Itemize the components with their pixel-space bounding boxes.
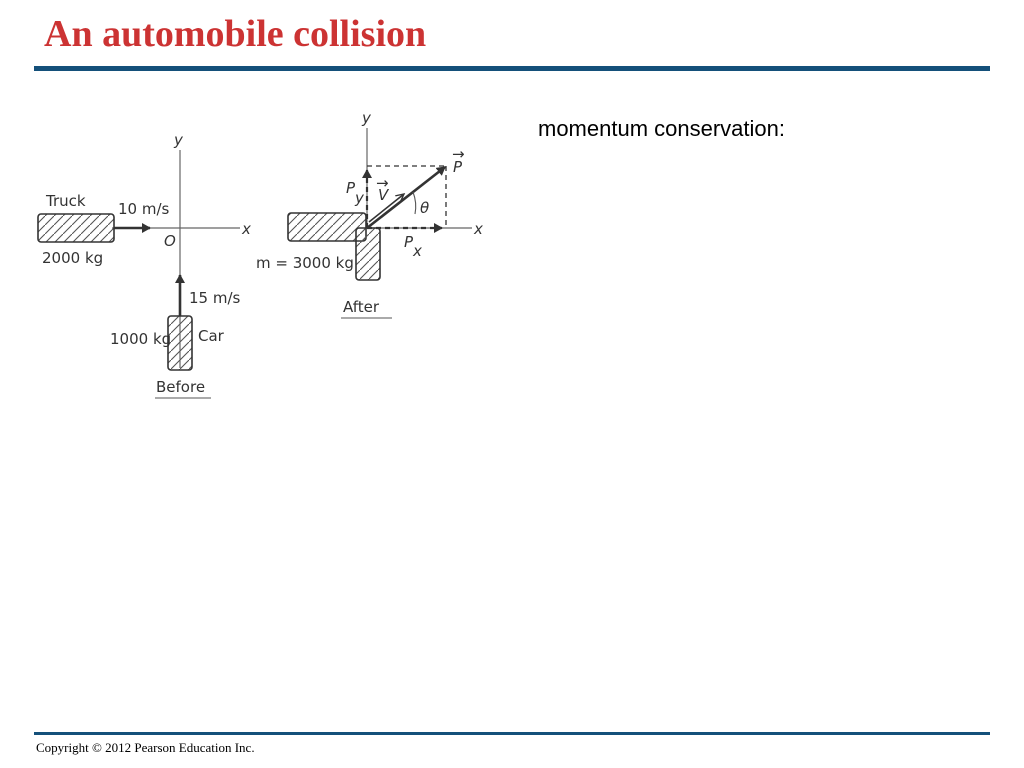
after-y-axis-label: y bbox=[361, 109, 372, 127]
py-subscript: y bbox=[354, 189, 365, 207]
truck-label: Truck bbox=[45, 192, 86, 210]
p-vector-arrow-sign: → bbox=[452, 145, 465, 163]
car-label: Car bbox=[198, 327, 225, 345]
before-origin-label: O bbox=[164, 232, 176, 250]
after-x-axis-label: x bbox=[473, 220, 483, 238]
before-x-axis-label: x bbox=[241, 220, 251, 238]
truck-speed-label: 10 m/s bbox=[118, 200, 170, 218]
momentum-conservation-text: momentum conservation: bbox=[538, 116, 785, 141]
car-block bbox=[167, 315, 193, 371]
theta-arc bbox=[412, 191, 417, 215]
after-diagram: y x m = 3000 kg θ → P → V P y P x After bbox=[256, 109, 483, 319]
after-truck-block bbox=[287, 212, 367, 242]
before-caption: Before bbox=[156, 378, 205, 396]
car-mass-label: 1000 kg bbox=[110, 330, 171, 348]
v-vector-arrow-sign: → bbox=[376, 174, 389, 192]
momentum-p-arrow bbox=[366, 165, 446, 230]
py-label: P bbox=[346, 179, 356, 197]
footer-divider bbox=[34, 732, 990, 735]
before-y-axis-label: y bbox=[173, 131, 184, 149]
theta-label: θ bbox=[420, 199, 429, 217]
car-speed-label: 15 m/s bbox=[189, 289, 241, 307]
slide-title: An automobile collision bbox=[44, 13, 427, 55]
v-vector-label: V bbox=[378, 186, 390, 204]
after-car-block bbox=[355, 227, 381, 281]
velocity-v-arrow bbox=[368, 194, 404, 223]
px-label: P bbox=[404, 233, 414, 251]
copyright-footer: Copyright © 2012 Pearson Education Inc. bbox=[36, 740, 255, 755]
truck-mass-label: 2000 kg bbox=[42, 249, 103, 267]
after-caption: After bbox=[343, 298, 380, 316]
title-divider bbox=[34, 66, 990, 71]
after-mass-label: m = 3000 kg bbox=[256, 254, 354, 272]
before-diagram: y x O Truck 2000 kg 10 m/s 15 m/s 1000 k… bbox=[37, 131, 251, 399]
p-vector-label: P bbox=[453, 158, 463, 176]
px-subscript: x bbox=[412, 242, 422, 260]
truck-block bbox=[37, 213, 115, 243]
